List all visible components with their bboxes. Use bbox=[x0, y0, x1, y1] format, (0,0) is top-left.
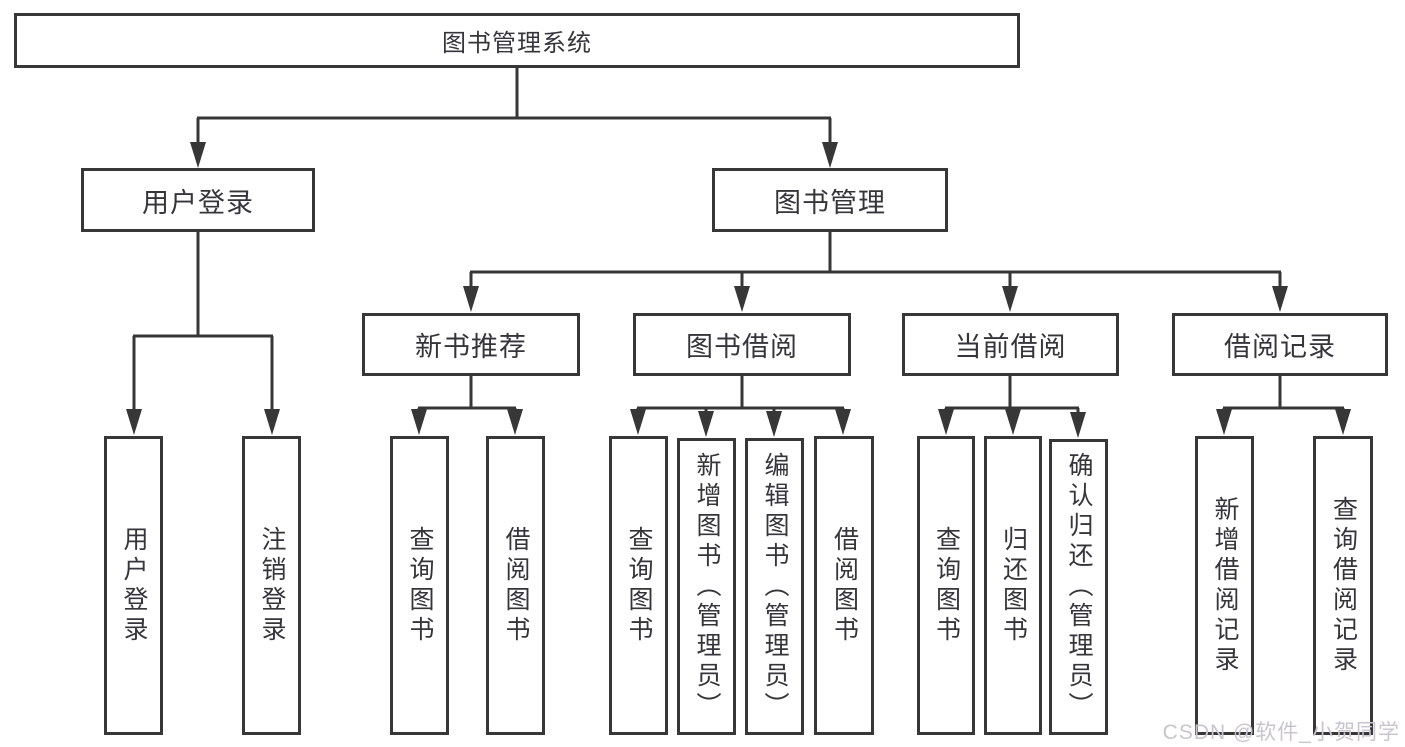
node-book-borrow-label: 图书借阅 bbox=[686, 332, 798, 362]
node-current-borrow: 当前借阅 bbox=[902, 313, 1119, 376]
node-root-label: 图书管理系统 bbox=[442, 30, 592, 57]
node-new-book-recommend: 新书推荐 bbox=[362, 313, 580, 376]
node-new-book-recommend-label: 新书推荐 bbox=[415, 332, 527, 362]
node-root: 图书管理系统 bbox=[14, 13, 1020, 68]
node-book-management-label: 图书管理 bbox=[774, 187, 886, 218]
connector-segments bbox=[132, 68, 1345, 416]
leaf-recommend-query-book: 查询图书 bbox=[390, 436, 449, 735]
leaf-borrow-book: 借阅图书 bbox=[814, 436, 874, 735]
node-borrow-records-label: 借阅记录 bbox=[1224, 332, 1336, 362]
node-current-borrow-label: 当前借阅 bbox=[954, 332, 1067, 362]
leaf-current-query-book: 查询图书 bbox=[917, 436, 975, 735]
leaf-query-borrow-record: 查询借阅记录 bbox=[1313, 436, 1373, 735]
leaf-add-borrow-record: 新增借阅记录 bbox=[1195, 436, 1254, 735]
node-book-management: 图书管理 bbox=[712, 168, 948, 232]
csdn-watermark: CSDN @软件_小贺同学 bbox=[1162, 721, 1400, 744]
node-user-login: 用户登录 bbox=[81, 168, 315, 232]
leaf-borrow-query-book: 查询图书 bbox=[609, 436, 668, 735]
leaf-add-book-admin: 新增图书（管理员） bbox=[677, 438, 736, 735]
leaf-user-login: 用户登录 bbox=[104, 436, 163, 735]
node-borrow-records: 借阅记录 bbox=[1172, 313, 1388, 376]
node-user-login-label: 用户登录 bbox=[142, 187, 254, 218]
leaf-logout: 注销登录 bbox=[242, 436, 301, 735]
leaf-recommend-borrow-book: 借阅图书 bbox=[486, 436, 545, 735]
leaf-return-book: 归还图书 bbox=[984, 436, 1042, 735]
arrowheads bbox=[126, 142, 1351, 438]
node-book-borrow: 图书借阅 bbox=[633, 313, 851, 376]
leaf-edit-book-admin: 编辑图书（管理员） bbox=[745, 438, 804, 735]
leaf-confirm-return-admin: 确认归还（管理员） bbox=[1049, 439, 1108, 735]
